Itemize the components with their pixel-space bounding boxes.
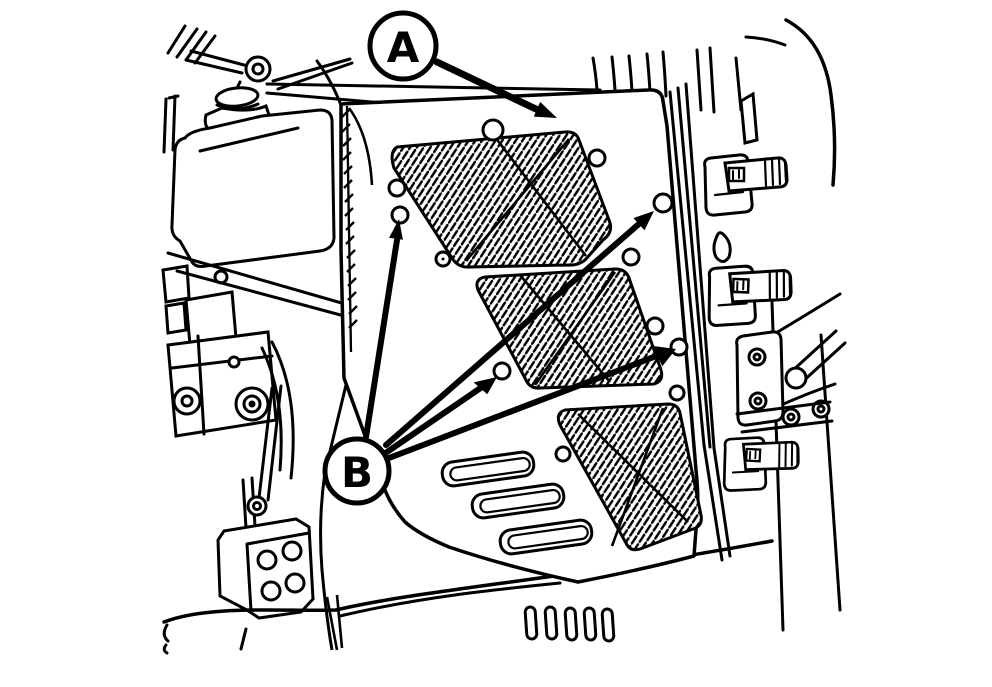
panel-tip-lines: [325, 594, 344, 651]
callout-a: A: [367, 10, 439, 82]
strut-rod: [784, 329, 847, 390]
bracket: [241, 476, 268, 530]
callout-b-label: B: [341, 448, 373, 497]
callout-arrows: [363, 58, 676, 461]
top-ribs: [591, 50, 668, 98]
vent-windows: [390, 130, 703, 552]
fender-curve: [784, 18, 837, 187]
panel-hole: [668, 384, 686, 402]
slot: [543, 605, 559, 641]
callout-a-circle: [367, 10, 439, 82]
panel-hole: [645, 316, 665, 336]
slot: [600, 607, 616, 643]
slot: [563, 606, 579, 642]
panel-holes: [387, 118, 689, 463]
reservoir-tank: [170, 108, 336, 268]
screw-hole-b1: [390, 205, 410, 225]
louver-1: [440, 450, 536, 488]
panel-hole: [621, 247, 641, 267]
slot: [582, 606, 598, 642]
vent-window-1: [390, 130, 612, 269]
panel-hole: [587, 148, 607, 168]
louver-3: [498, 518, 594, 556]
machinery-left: [161, 24, 774, 655]
belt: [257, 340, 295, 502]
panel-hole: [387, 178, 407, 198]
slot: [523, 605, 539, 641]
frame-tube: [166, 251, 354, 319]
louver-2: [470, 482, 566, 520]
panel-hole: [554, 445, 572, 463]
panel-left-edge: [340, 105, 358, 353]
callout-b: B: [322, 436, 392, 506]
screw-hole-b2: [652, 192, 674, 214]
frame-verticals: [668, 82, 716, 450]
callout-a-label: A: [387, 23, 420, 72]
bottom-slots: [523, 605, 616, 643]
callout-b-arrows: [363, 211, 676, 461]
screw-hole-b4: [669, 337, 689, 357]
callout-a-arrow: [433, 58, 557, 118]
vent-window-2: [475, 267, 664, 390]
right-frame: [591, 18, 847, 632]
frame-top-lines: [265, 57, 602, 110]
panel-lower-edge: [319, 384, 348, 651]
panel-crease: [347, 107, 374, 186]
panel-hole: [481, 118, 505, 142]
hinge-plate: [735, 330, 834, 434]
louvers: [440, 450, 594, 556]
callout-b-circle: [322, 436, 392, 506]
screw-hole-b3: [492, 361, 512, 381]
pulley-small: [172, 386, 202, 416]
access-panel: [319, 88, 703, 651]
teardrop-hole: [712, 231, 732, 263]
engine-block: [166, 269, 278, 438]
connector-block: [216, 517, 315, 620]
vent-window-3: [556, 402, 703, 552]
